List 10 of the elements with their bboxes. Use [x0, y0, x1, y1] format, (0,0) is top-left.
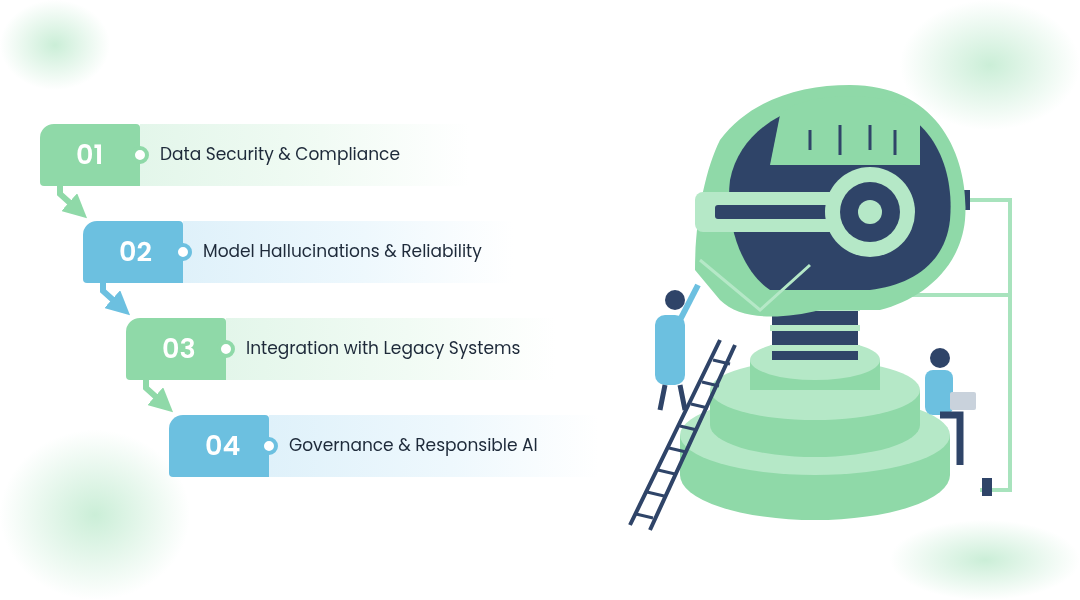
step-title: Data Security & Compliance — [160, 142, 400, 168]
step-title: Integration with Legacy Systems — [246, 336, 521, 362]
number-tab: 03 — [126, 318, 226, 380]
arrow — [100, 283, 131, 316]
step-title: Governance & Responsible AI — [289, 433, 538, 459]
number-tab: 02 — [83, 221, 183, 283]
number-tab: 01 — [40, 124, 140, 186]
arrow — [143, 380, 174, 413]
arrow — [57, 186, 88, 219]
step-title: Model Hallucinations & Reliability — [203, 239, 482, 265]
